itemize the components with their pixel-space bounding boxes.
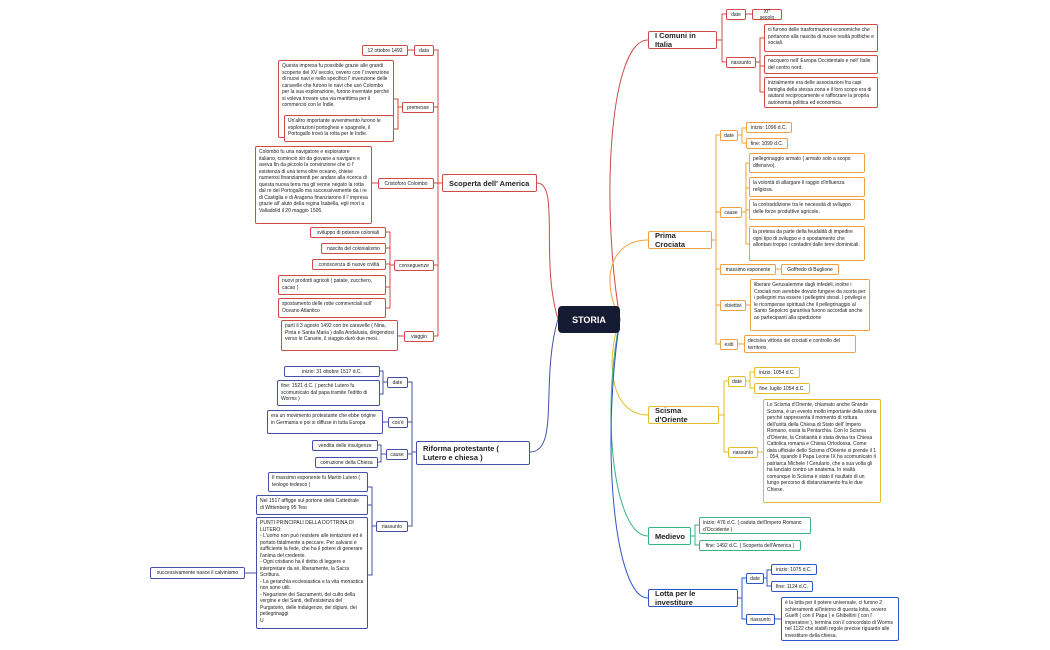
crociata-date-label[interactable]: date [720,130,738,141]
america-premessa-2[interactable]: Un'altro importante avvenimento furono l… [284,115,394,142]
riforma-riassunto-2[interactable]: Nel 1517 affigge sul portone della Catte… [256,495,368,515]
medievo-fine[interactable]: fine: 1492 d.C. ( Scoperta dell'America … [699,540,801,551]
medievo-inizio[interactable]: inizio: 476 d.C. ( caduta dell'Impero Ro… [699,517,811,534]
topic-scoperta-america[interactable]: Scoperta dell' America [442,174,537,192]
topic-riforma-protestante[interactable]: Riforma protestante ( Lutero e chiesa ) [416,441,530,465]
comuni-riassunto-1[interactable]: ci furono delle trasformazioni economich… [764,24,878,52]
america-viaggio[interactable]: partì il 3 agosto 1492 con tre caravelle… [281,320,398,351]
crociata-obiettivi-label[interactable]: obiettivi [720,300,746,311]
america-colombo-label[interactable]: Cristoforo Colombo [378,178,434,189]
riforma-cause-label[interactable]: cause [386,449,408,460]
america-data-value[interactable]: 12 ottobre 1492 [362,45,408,56]
riforma-causa-1[interactable]: vendita delle insulgenze [312,440,378,451]
comuni-date-label[interactable]: date [726,9,746,20]
crociata-fine[interactable]: fine: 1099 d.C. [746,138,788,149]
comuni-riassunto-label[interactable]: riassunto [726,57,756,68]
topic-lotta-investiture[interactable]: Lotta per le investiture [648,589,738,607]
topic-comuni-in-italia[interactable]: I Comuni in Italia [648,31,717,49]
crociata-causa-4[interactable]: la pretesa da parte della feudalità di i… [749,226,865,261]
riforma-cose-label[interactable]: cos'è [388,417,408,428]
riforma-date-label[interactable]: date [387,377,408,388]
crociata-esponente[interactable]: Goffredo di Buglione [781,264,839,275]
scisma-inizio[interactable]: inizio: 1054 d.C. [754,367,800,378]
crociata-esiti[interactable]: decisiva vittoria dei crociati e control… [744,335,856,353]
root-topic-storia[interactable]: STORIA [558,306,620,333]
comuni-riassunto-3[interactable]: inizialmente era delle associazioni fra … [764,77,878,108]
topic-scisma-oriente[interactable]: Scisma d'Oriente [648,406,719,424]
riforma-cose[interactable]: era un movimento protestante che ebbe or… [267,410,383,434]
riforma-causa-2[interactable]: corruzione della Chiesa [315,457,378,468]
crociata-obiettivi[interactable]: liberare Gerusalemme dagli infedeli, ino… [750,279,870,331]
america-data-label[interactable]: data [414,45,434,56]
crociata-causa-1[interactable]: pellegrinaggio armato ( armato solo a sc… [749,153,865,173]
crociata-esponente-label[interactable]: massimo esponente [720,264,776,275]
lotta-fine[interactable]: fine: 1124 d.C. [771,581,813,592]
lotta-inizio[interactable]: inizio: 1075 d.C. [771,564,817,575]
scisma-riassunto-label[interactable]: riassunto [728,447,758,458]
scisma-date-label[interactable]: date [728,376,746,387]
crociata-inizio[interactable]: inizio: 1096 d.C. [746,122,792,133]
crociata-causa-2[interactable]: la volontà di allargare il raggio d'infl… [749,177,865,197]
america-conseguenza-3[interactable]: conoscenza di nuove civiltà [312,259,386,270]
scisma-fine[interactable]: fine: luglio 1054 d.C. [754,383,810,394]
america-conseguenza-5[interactable]: spostamento delle rotte commerciali sull… [278,298,386,318]
crociata-esiti-label[interactable]: esiti [720,339,738,350]
america-colombo[interactable]: Colombo fu una navigatore e esploratore … [255,146,372,224]
america-conseguenza-1[interactable]: sviluppo di potenze coloniali [310,227,386,238]
topic-prima-crociata[interactable]: Prima Crociata [648,231,712,249]
america-viaggio-label[interactable]: viaggio [404,331,434,342]
lotta-date-label[interactable]: date [746,573,764,584]
riforma-riassunto-1[interactable]: Il massimo esponente fu Martin Lutero ( … [268,472,368,492]
crociata-cause-label[interactable]: cause [720,207,742,218]
riforma-calvinismo[interactable]: successivamente nasce il calvinismo [150,567,245,579]
america-conseguenza-2[interactable]: nascita del colonialismo [321,243,386,254]
riforma-riassunto-label[interactable]: riassunto [376,521,408,532]
lotta-riassunto-label[interactable]: riassunto [746,614,775,625]
comuni-riassunto-2[interactable]: nacquero nell' Europa Occidentale e nell… [764,55,878,74]
scisma-riassunto[interactable]: Lo Scisma d'Oriente, chiamato anche Gran… [763,399,881,503]
crociata-causa-3[interactable]: la contraddizione tra le necessità di sv… [749,199,865,220]
lotta-riassunto[interactable]: è la lotta per il potere universale, ci … [781,597,899,641]
comuni-date-value[interactable]: XI° secolo [752,9,782,21]
riforma-fine[interactable]: fine: 1521 d.C. ( perché Lutero fu scomu… [277,380,380,406]
riforma-riassunto-3[interactable]: PUNTI PRINCIPALI DELLA DOTTRINA DI LUTER… [256,517,368,629]
riforma-inizio[interactable]: inizio: 31 ottobre 1517 d.C. [284,366,380,377]
america-conseguenza-4[interactable]: nuovi prodotti agricoli ( patate, zucche… [278,275,386,295]
america-premesse-label[interactable]: premesse [402,102,434,113]
america-conseguenze-label[interactable]: conseguenze [394,260,434,271]
topic-medievo[interactable]: Medievo [648,527,691,545]
